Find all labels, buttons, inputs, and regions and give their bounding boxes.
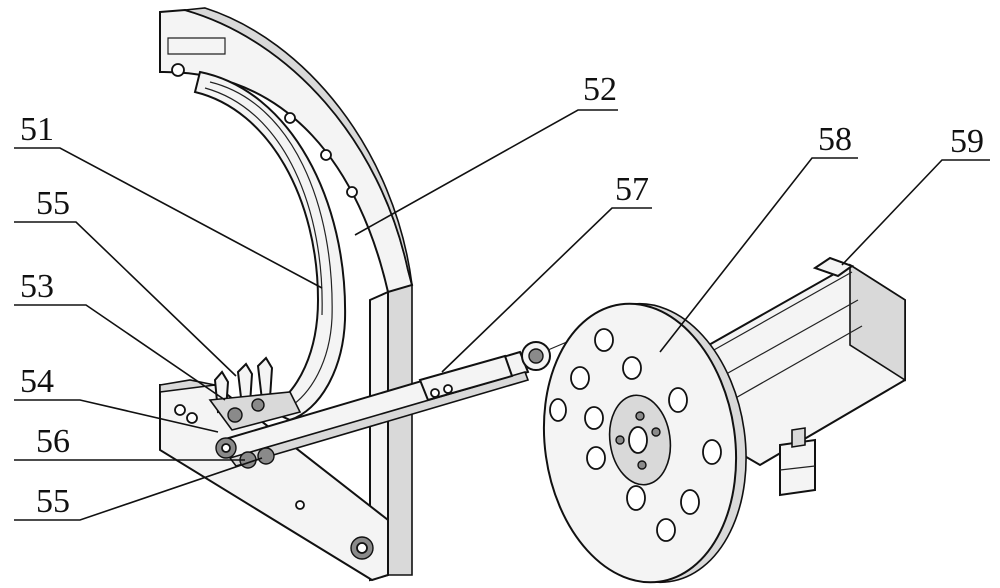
label-54: 54 (20, 363, 54, 400)
label-52: 52 (583, 71, 617, 108)
label-57: 57 (615, 171, 649, 208)
label-55-lower: 55 (36, 483, 70, 520)
label-56: 56 (36, 423, 70, 460)
label-53: 53 (20, 268, 54, 305)
label-59: 59 (950, 123, 984, 160)
label-58: 58 (818, 121, 852, 158)
label-51: 51 (20, 111, 54, 148)
label-55-upper: 55 (36, 185, 70, 222)
